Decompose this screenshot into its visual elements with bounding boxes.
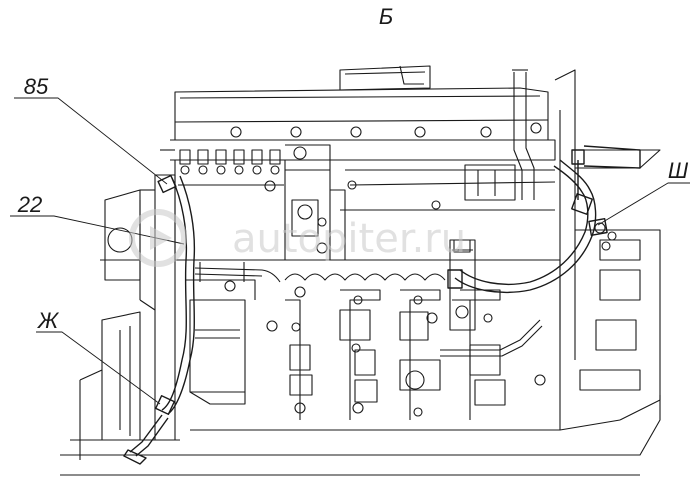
callout-zh-label: Ж	[37, 308, 60, 333]
intake-pipe	[512, 69, 535, 200]
leader-zh	[36, 331, 161, 405]
starter-housing	[399, 319, 543, 391]
valve-cover	[160, 65, 556, 161]
leader-85	[14, 97, 168, 185]
oil-pan	[60, 395, 661, 476]
watermark-text: autopiter.ru	[232, 216, 466, 262]
leader-lines	[10, 97, 690, 405]
callout-sh-label: Ш	[668, 158, 689, 183]
callout-85-label: 85	[24, 74, 49, 99]
fuel-hose-front	[123, 174, 196, 465]
flywheel-housing	[554, 69, 661, 421]
leader-sh	[597, 182, 690, 226]
fuel-hose-rear	[447, 145, 641, 293]
view-label: Б	[379, 4, 393, 29]
callout-22-label: 22	[17, 192, 42, 217]
cylinder-head	[340, 164, 556, 211]
oil-filter	[185, 279, 256, 405]
watermark: autopiter.ru	[129, 209, 466, 267]
leader-22	[10, 215, 185, 245]
crank-pulley	[79, 311, 141, 460]
fuel-filter	[449, 239, 476, 331]
engine-block	[190, 259, 561, 431]
return-line	[194, 262, 281, 283]
